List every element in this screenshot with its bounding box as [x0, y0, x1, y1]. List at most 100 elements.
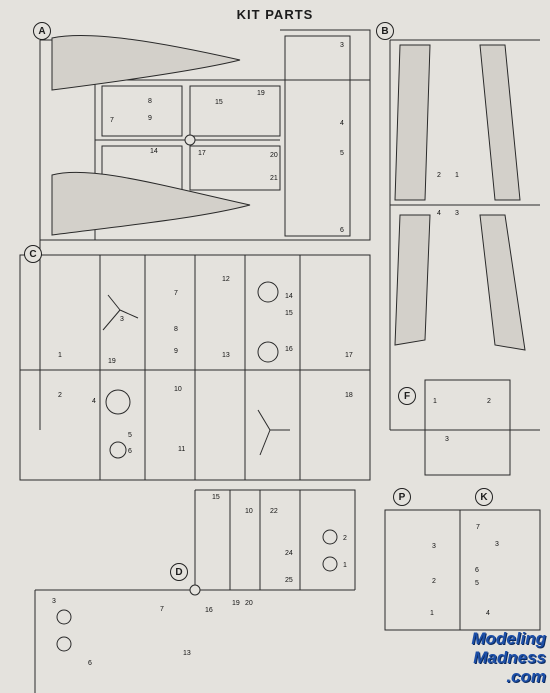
part-number: 17	[198, 150, 206, 157]
part-number: 6	[340, 227, 344, 234]
frame-label-c: C	[24, 245, 42, 263]
part-number: 12	[222, 276, 230, 283]
frame-label-a: A	[33, 22, 51, 40]
part-number: 17	[345, 352, 353, 359]
part-number: 1	[58, 352, 62, 359]
part-number: 7	[174, 290, 178, 297]
watermark-line-1: Modeling	[471, 629, 546, 648]
watermark-logo: Modeling Madness .com	[438, 629, 546, 689]
part-number: 3	[432, 543, 436, 550]
wing-lower-right	[479, 214, 526, 351]
part-number: 1	[343, 562, 347, 569]
wing-lower-left	[394, 214, 431, 346]
frame-label-d: D	[170, 563, 188, 581]
frame-a-box-5	[284, 35, 351, 237]
part-number: 21	[270, 175, 278, 182]
fuselage-upper	[51, 34, 241, 91]
ring-d-1	[56, 609, 72, 625]
ring-d-2	[56, 636, 72, 652]
part-number: 2	[58, 392, 62, 399]
wing-upper-left	[394, 44, 431, 201]
part-number: 22	[270, 508, 278, 515]
ring-d-4	[322, 556, 338, 572]
part-number: 3	[495, 541, 499, 548]
part-number: 19	[257, 90, 265, 97]
part-number: 4	[340, 120, 344, 127]
part-number: 1	[455, 172, 459, 179]
fuselage-lower	[51, 171, 251, 236]
wing-upper-right	[479, 44, 521, 201]
part-number: 3	[120, 316, 124, 323]
part-number: 3	[455, 210, 459, 217]
engine-ring-4	[109, 441, 127, 459]
frame-label-p: P	[393, 488, 411, 506]
part-number: 6	[88, 660, 92, 667]
part-number: 18	[345, 392, 353, 399]
part-number: 2	[343, 535, 347, 542]
part-number: 16	[285, 346, 293, 353]
part-number: 5	[340, 150, 344, 157]
frame-b-runner	[389, 39, 540, 431]
part-number: 15	[285, 310, 293, 317]
part-number: 16	[205, 607, 213, 614]
part-number: 13	[222, 352, 230, 359]
frame-pk-runner	[384, 509, 541, 631]
frame-a-box-4	[189, 145, 281, 191]
part-number: 20	[245, 600, 253, 607]
engine-ring-3	[105, 389, 131, 415]
frame-label-b: B	[376, 22, 394, 40]
part-number: 1	[433, 398, 437, 405]
part-number: 8	[148, 98, 152, 105]
frame-d-gate	[189, 584, 201, 596]
propeller-2	[257, 409, 290, 456]
frame-a-gate	[184, 134, 196, 146]
engine-ring-1	[257, 281, 279, 303]
part-number: 8	[174, 326, 178, 333]
propeller-1	[102, 294, 139, 331]
part-number: 11	[178, 446, 186, 453]
part-number: 2	[437, 172, 441, 179]
ring-d-3	[322, 529, 338, 545]
part-number: 4	[486, 610, 490, 617]
frame-a-box-2	[189, 85, 281, 137]
part-number: 7	[110, 117, 114, 124]
part-number: 20	[270, 152, 278, 159]
part-number: 5	[128, 432, 132, 439]
part-number: 4	[437, 210, 441, 217]
part-number: 7	[160, 606, 164, 613]
part-number: 24	[285, 550, 293, 557]
part-number: 14	[150, 148, 158, 155]
part-number: 7	[476, 524, 480, 531]
frame-f-box	[424, 379, 511, 476]
part-number: 1	[430, 610, 434, 617]
watermark-line-3: .com	[506, 667, 546, 686]
part-number: 6	[475, 567, 479, 574]
page-title: KIT PARTS	[236, 7, 314, 22]
part-number: 3	[340, 42, 344, 49]
part-number: 4	[92, 398, 96, 405]
part-number: 9	[174, 348, 178, 355]
part-number: 9	[148, 115, 152, 122]
frame-c-runner	[19, 254, 371, 481]
part-number: 5	[475, 580, 479, 587]
part-number: 19	[108, 358, 116, 365]
part-number: 14	[285, 293, 293, 300]
part-number: 25	[285, 577, 293, 584]
part-number: 10	[174, 386, 182, 393]
part-number: 6	[128, 448, 132, 455]
part-number: 13	[183, 650, 191, 657]
part-number: 3	[445, 436, 449, 443]
part-number: 2	[432, 578, 436, 585]
engine-ring-2	[257, 341, 279, 363]
watermark-line-2: Madness	[473, 648, 546, 667]
part-number: 10	[245, 508, 253, 515]
frame-a-box-1	[101, 85, 183, 137]
part-number: 19	[232, 600, 240, 607]
part-number: 2	[487, 398, 491, 405]
frame-label-f: F	[398, 387, 416, 405]
frame-label-k: K	[475, 488, 493, 506]
part-number: 15	[212, 494, 220, 501]
part-number: 3	[52, 598, 56, 605]
